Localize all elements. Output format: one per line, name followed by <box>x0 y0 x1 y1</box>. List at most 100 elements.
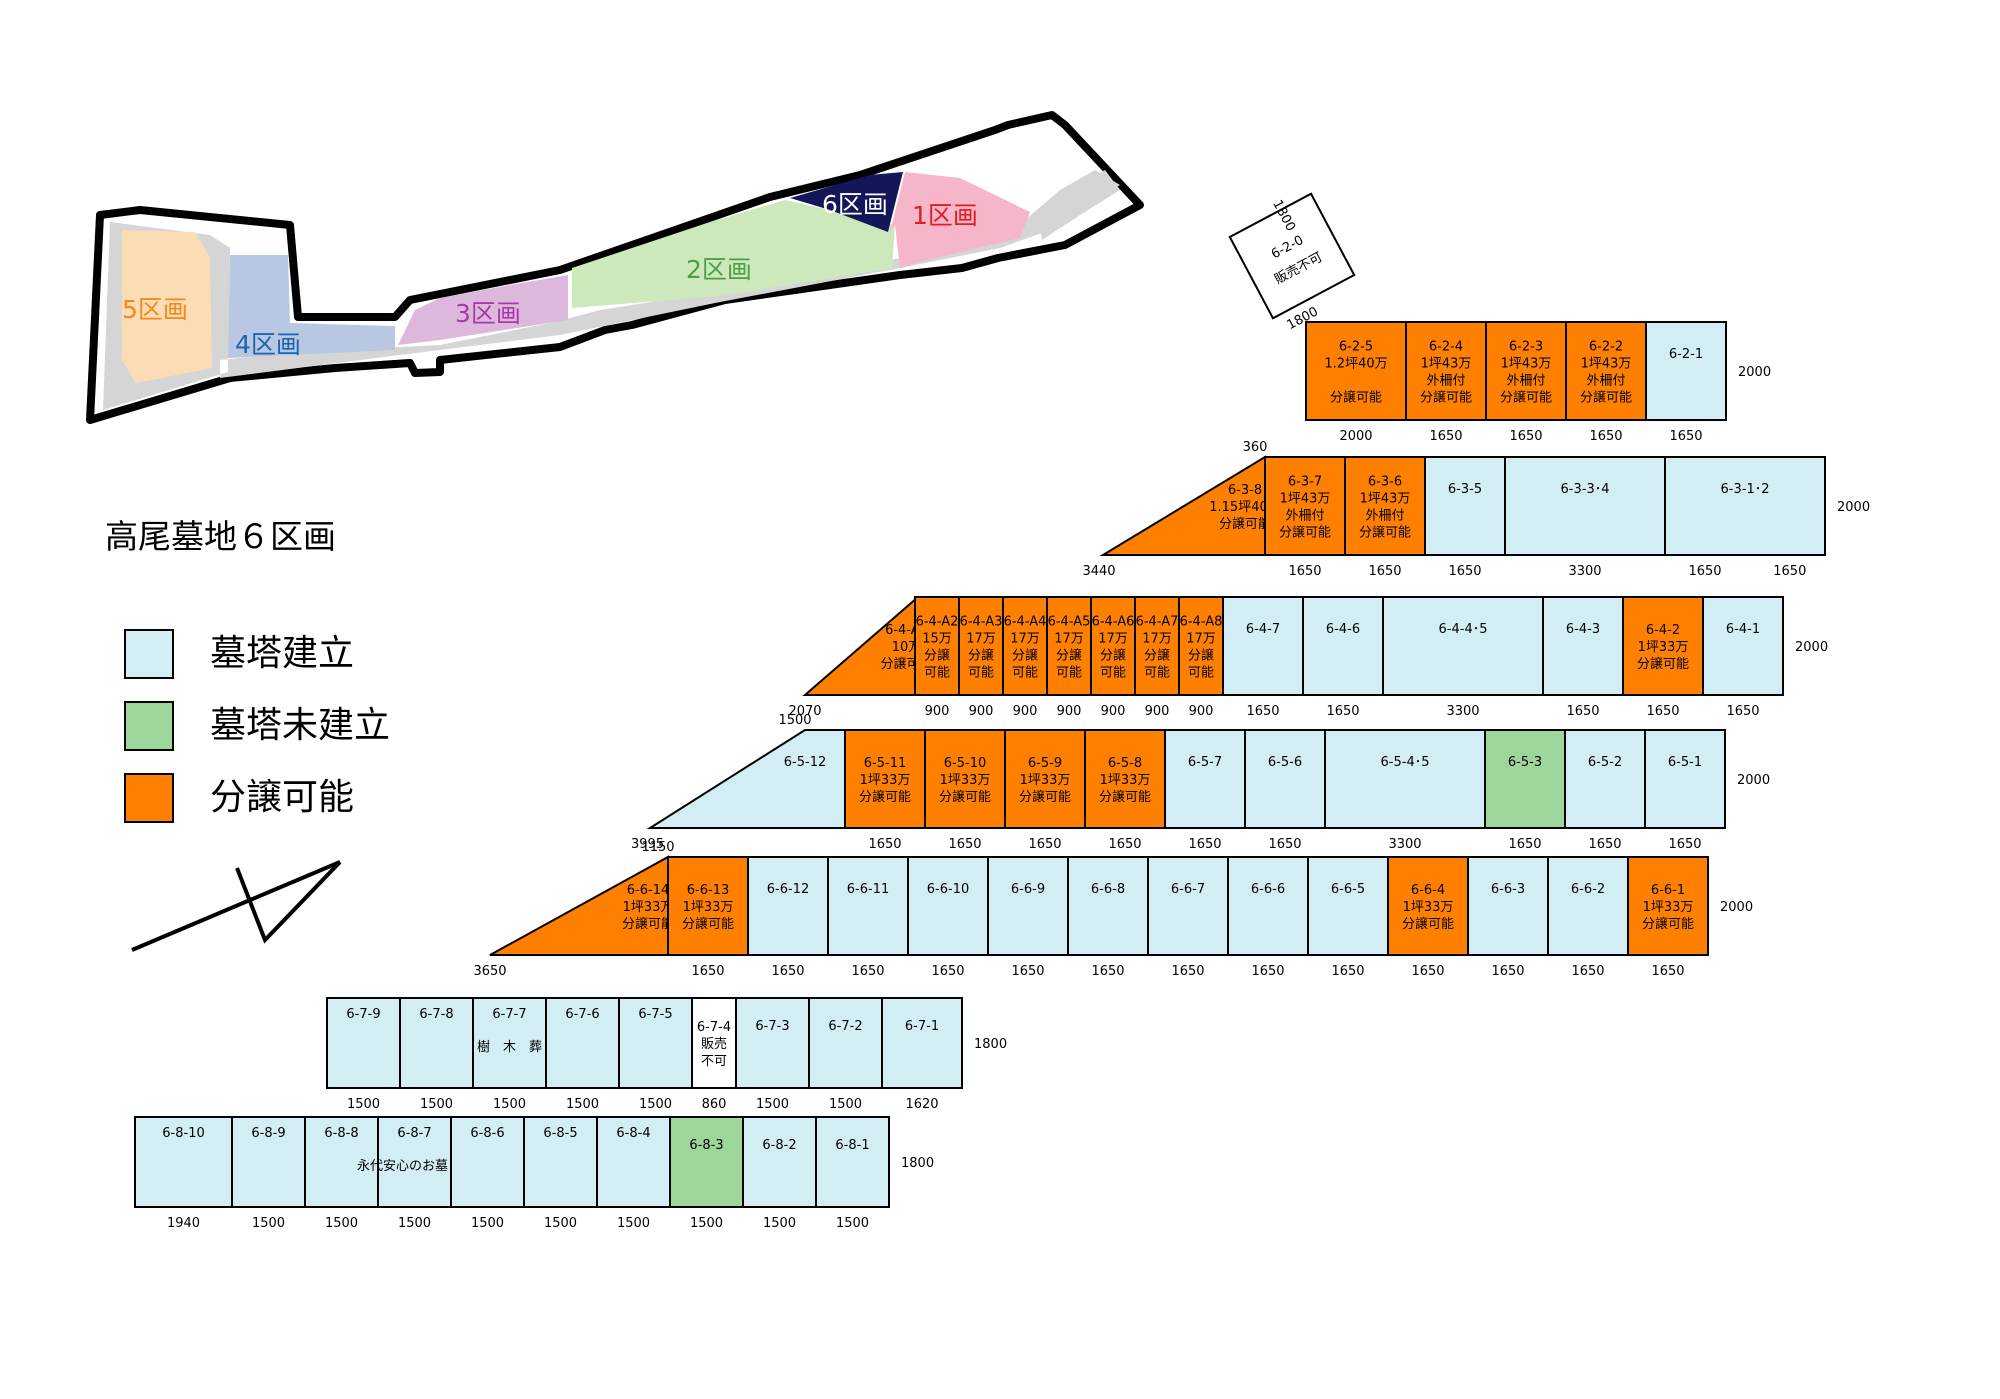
lot-6-5-3[interactable] <box>1484 729 1566 829</box>
lot-6-2-0[interactable]: 6-2-0 販売不可 1800 1800 <box>1225 185 1364 338</box>
lot-6-6-6[interactable] <box>1227 856 1309 956</box>
lot-6-6-10[interactable] <box>907 856 989 956</box>
lot-label: 分譲 <box>968 648 994 664</box>
top-dimension: 1500 <box>778 713 811 728</box>
lot-6-7-1[interactable] <box>881 997 963 1089</box>
lot-label: 6-8-3 <box>689 1138 723 1153</box>
lot-label: 分譲可能 <box>939 789 991 805</box>
lot-label: 分譲可能 <box>1099 789 1151 805</box>
lot-6-6-12[interactable] <box>747 856 829 956</box>
lot-6-5-10[interactable] <box>924 729 1006 829</box>
lot-6-2-5[interactable] <box>1305 321 1407 421</box>
lot-6-6-8[interactable] <box>1067 856 1149 956</box>
lot-6-8-5[interactable] <box>523 1116 598 1208</box>
lot-6-4-A4[interactable] <box>1002 596 1048 696</box>
top-dimension: 1150 <box>641 840 674 855</box>
legend-label-unbuilt: 墓塔未建立 <box>210 705 390 746</box>
lot-6-6-11[interactable] <box>827 856 909 956</box>
width-dimension: 1650 <box>1368 564 1401 579</box>
lot-6-4-7[interactable] <box>1222 596 1304 696</box>
lot-6-8-1[interactable] <box>815 1116 890 1208</box>
width-dimension: 1500 <box>252 1216 285 1231</box>
lot-6-6-9[interactable] <box>987 856 1069 956</box>
lot-6-5-11[interactable] <box>844 729 926 829</box>
lot-label: 6-4-A2 <box>916 615 959 630</box>
width-dimension: 1650 <box>1668 837 1701 852</box>
lot-label: 6-5-4･5 <box>1381 755 1430 770</box>
lot-6-7-8[interactable] <box>399 997 474 1089</box>
lot-6-4-A7[interactable] <box>1134 596 1180 696</box>
lot-6-8-2[interactable] <box>742 1116 817 1208</box>
lot-label: 6-5-12 <box>784 755 826 770</box>
depth-dimension: 2000 <box>1795 640 1828 655</box>
lot-6-4-1[interactable] <box>1702 596 1784 696</box>
lot-6-4-A6[interactable] <box>1090 596 1136 696</box>
lot-6-6-13[interactable] <box>667 856 749 956</box>
lot-label: 1坪33万 <box>1643 900 1694 915</box>
width-dimension: 1650 <box>771 964 804 979</box>
lot-6-5-2[interactable] <box>1564 729 1646 829</box>
lot-6-4-A3[interactable] <box>958 596 1004 696</box>
width-dimension: 1650 <box>1448 564 1481 579</box>
lot-6-3-5[interactable] <box>1424 456 1506 556</box>
lot-6-4-A8[interactable] <box>1178 596 1224 696</box>
lot-label: 6-2-2 <box>1589 340 1623 355</box>
lot-6-3-3･4[interactable] <box>1504 456 1666 556</box>
depth-dimension: 1800 <box>974 1037 1007 1052</box>
lot-6-5-8[interactable] <box>1084 729 1166 829</box>
lot-label: 6-4-A8 <box>1180 615 1223 630</box>
legend-swatch-available <box>124 773 174 823</box>
lot-6-6-5[interactable] <box>1307 856 1389 956</box>
lot-6-4-4･5[interactable] <box>1382 596 1544 696</box>
lot-6-2-1[interactable] <box>1645 321 1727 421</box>
lot-6-7-4[interactable] <box>691 997 737 1089</box>
lot-6-3-6[interactable] <box>1344 456 1426 556</box>
width-dimension: 1650 <box>1589 429 1622 444</box>
lot-label: 分譲 <box>1012 648 1038 664</box>
lot-label: 外柵付 <box>1586 374 1625 389</box>
lot-6-6-7[interactable] <box>1147 856 1229 956</box>
lot-6-3-1･2[interactable] <box>1664 456 1826 556</box>
lot-label: 分譲 <box>1100 648 1126 664</box>
lot-label: 可能 <box>924 666 950 681</box>
lot-6-3-7[interactable] <box>1264 456 1346 556</box>
lot-6-5-9[interactable] <box>1004 729 1086 829</box>
lot-6-5-1[interactable] <box>1644 729 1726 829</box>
lot-6-6-2[interactable] <box>1547 856 1629 956</box>
lot-label: 外柵付 <box>1506 374 1545 389</box>
lot-6-6-1[interactable] <box>1627 856 1709 956</box>
lot-6-4-3[interactable] <box>1542 596 1624 696</box>
width-dimension: 1940 <box>167 1216 200 1231</box>
lot-6-4-2[interactable] <box>1622 596 1704 696</box>
lot-6-4-6[interactable] <box>1302 596 1384 696</box>
lot-6-5-4･5[interactable] <box>1324 729 1486 829</box>
width-dimension: 1650 <box>1508 837 1541 852</box>
lot-6-7-3[interactable] <box>735 997 810 1089</box>
width-dimension: 1650 <box>1646 704 1679 719</box>
lot-6-5-7[interactable] <box>1164 729 1246 829</box>
lot-6-5-6[interactable] <box>1244 729 1326 829</box>
lot-label: 可能 <box>1012 666 1038 681</box>
lot-6-2-3[interactable] <box>1485 321 1567 421</box>
lot-label: 分譲可能 <box>622 916 674 932</box>
area-label-1: 1区画 <box>912 201 978 230</box>
lot-6-7-2[interactable] <box>808 997 883 1089</box>
lot-label: 6-6-10 <box>927 882 969 897</box>
width-dimension: 1650 <box>1188 837 1221 852</box>
lot-6-6-3[interactable] <box>1467 856 1549 956</box>
area-2-shape <box>572 200 895 308</box>
lot-6-8-6[interactable] <box>450 1116 525 1208</box>
lot-6-5-12[interactable] <box>646 729 846 829</box>
lot-6-7-5[interactable] <box>618 997 693 1089</box>
lot-label: 分譲可能 <box>1359 525 1411 541</box>
width-dimension: 900 <box>969 704 994 719</box>
lot-label: 分譲可能 <box>1219 516 1271 532</box>
width-dimension: 1650 <box>1251 964 1284 979</box>
lot-label: 6-4-2 <box>1646 623 1680 638</box>
lot-6-6-4[interactable] <box>1387 856 1469 956</box>
width-dimension: 1650 <box>851 964 884 979</box>
lot-6-8-3[interactable] <box>669 1116 744 1208</box>
lot-label: 不可 <box>701 1054 727 1069</box>
lot-6-7-6[interactable] <box>545 997 620 1089</box>
lot-6-8-9[interactable] <box>231 1116 306 1208</box>
